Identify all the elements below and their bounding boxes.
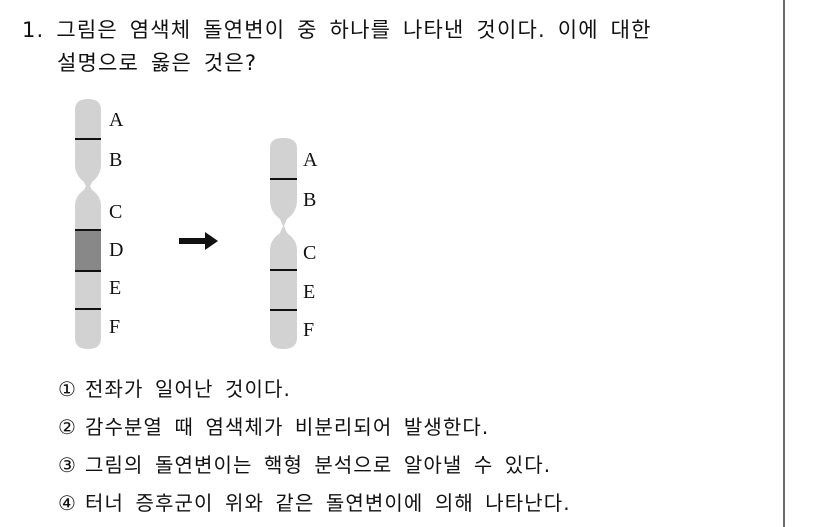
label-before-f: F xyxy=(109,316,121,338)
answer-option-1[interactable]: ① 전좌가 일어난 것이다. xyxy=(58,376,291,402)
answer-option-3[interactable]: ③ 그림의 돌연변이는 핵형 분석으로 알아낼 수 있다. xyxy=(58,452,551,478)
option-text: 터너 증후군이 위와 같은 돌연변이에 의해 나타난다. xyxy=(85,491,571,515)
question-text-line2: 설명으로 옳은 것은? xyxy=(57,51,258,75)
label-after-b: B xyxy=(303,189,317,211)
option-number: ② xyxy=(58,415,78,439)
question-stem-line2: 설명으로 옳은 것은? xyxy=(57,50,257,76)
answer-option-2[interactable]: ② 감수분열 때 염색체가 비분리되어 발생한다. xyxy=(58,414,489,440)
label-before-e: E xyxy=(109,277,122,299)
label-after-a: A xyxy=(303,149,318,171)
label-before-c: C xyxy=(109,201,123,223)
question-stem-line1: 1. 그림은 염색체 돌연변이 중 하나를 나타낸 것이다. 이에 대한 xyxy=(22,17,652,43)
label-after-e: E xyxy=(303,281,316,303)
option-number: ③ xyxy=(58,453,78,477)
option-text: 그림의 돌연변이는 핵형 분석으로 알아낼 수 있다. xyxy=(85,453,552,477)
option-text: 전좌가 일어난 것이다. xyxy=(85,377,291,401)
option-text: 감수분열 때 염색체가 비분리되어 발생한다. xyxy=(85,415,490,439)
right-arrow-icon xyxy=(179,232,218,250)
chromosome-figure: A B C D E F A B C E F xyxy=(0,0,400,360)
original-chromosome xyxy=(75,99,297,349)
option-number: ④ xyxy=(58,491,78,515)
page-right-border xyxy=(783,0,785,527)
option-number: ① xyxy=(58,377,78,401)
question-text-line1: 그림은 염색체 돌연변이 중 하나를 나타낸 것이다. 이에 대한 xyxy=(56,18,652,42)
label-before-a: A xyxy=(109,109,124,131)
question-number: 1. xyxy=(22,18,45,42)
label-after-c: C xyxy=(303,242,317,264)
label-after-f: F xyxy=(303,319,315,341)
label-before-b: B xyxy=(109,149,123,171)
answer-option-4[interactable]: ④ 터너 증후군이 위와 같은 돌연변이에 의해 나타난다. xyxy=(58,490,571,516)
label-before-d: D xyxy=(109,239,124,261)
